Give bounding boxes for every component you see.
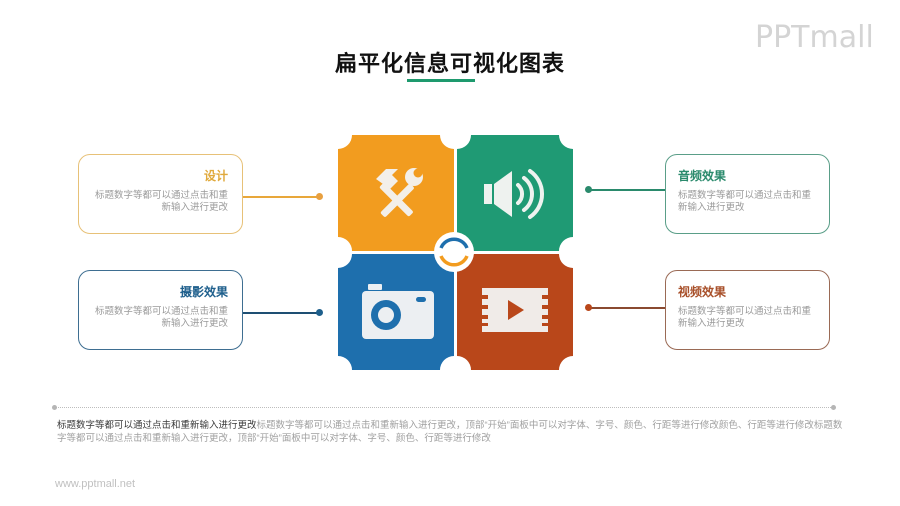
connector-video xyxy=(589,307,665,309)
divider-dot-right xyxy=(831,405,836,410)
card-video-title: 视频效果 xyxy=(678,285,727,299)
card-design-desc: 标题数字等都可以通过点击和重新输入进行更改 xyxy=(94,190,228,213)
body-paragraph: 标题数字等都可以通过点击和重新输入进行更改标题数字等都可以通过点击和重新输入进行… xyxy=(57,419,847,445)
card-design-title: 设计 xyxy=(203,169,228,183)
body-rest: 标题数字等都可以通过点击和重新输入进行更改，顶部“开始”面板中可以对字体、字号、… xyxy=(57,420,843,444)
title-underline xyxy=(407,79,475,82)
connector-photo xyxy=(243,312,319,314)
connector-dot-photo xyxy=(316,309,323,316)
tile-audio[interactable] xyxy=(457,135,573,251)
tile-design[interactable] xyxy=(338,135,454,251)
card-audio: 音频效果 标题数字等都可以通过点击和重新输入进行更改 xyxy=(665,154,830,234)
refresh-cycle-icon xyxy=(439,237,469,267)
connector-dot-audio xyxy=(585,186,592,193)
card-photo: 摄影效果 标题数字等都可以通过点击和重新输入进行更改 xyxy=(78,270,243,350)
card-video-desc: 标题数字等都可以通过点击和重新输入进行更改 xyxy=(678,306,812,329)
divider-line xyxy=(55,407,835,408)
page-title: 扁平化信息可视化图表 xyxy=(334,51,565,76)
card-video: 视频效果 标题数字等都可以通过点击和重新输入进行更改 xyxy=(665,270,830,350)
center-ring xyxy=(434,232,474,272)
card-audio-title: 音频效果 xyxy=(678,169,727,183)
footer-url: www.pptmall.net xyxy=(55,478,136,490)
tile-photo[interactable] xyxy=(338,254,454,370)
tile-video[interactable] xyxy=(457,254,573,370)
card-photo-title: 摄影效果 xyxy=(179,285,228,299)
body-lead: 标题数字等都可以通过点击和重新输入进行更改 xyxy=(57,420,257,431)
brand-logo: PPTmall xyxy=(755,20,874,55)
card-audio-desc: 标题数字等都可以通过点击和重新输入进行更改 xyxy=(678,190,812,213)
speaker-icon xyxy=(484,169,544,219)
connector-audio xyxy=(589,189,665,191)
camera-icon xyxy=(362,284,434,339)
divider-dot-left xyxy=(52,405,57,410)
hammer-wrench-icon xyxy=(376,168,423,217)
card-design: 设计 标题数字等都可以通过点击和重新输入进行更改 xyxy=(78,154,243,234)
connector-design xyxy=(243,196,319,198)
connector-dot-design xyxy=(316,193,323,200)
card-photo-desc: 标题数字等都可以通过点击和重新输入进行更改 xyxy=(94,306,228,329)
video-play-icon xyxy=(482,288,548,332)
connector-dot-video xyxy=(585,304,592,311)
